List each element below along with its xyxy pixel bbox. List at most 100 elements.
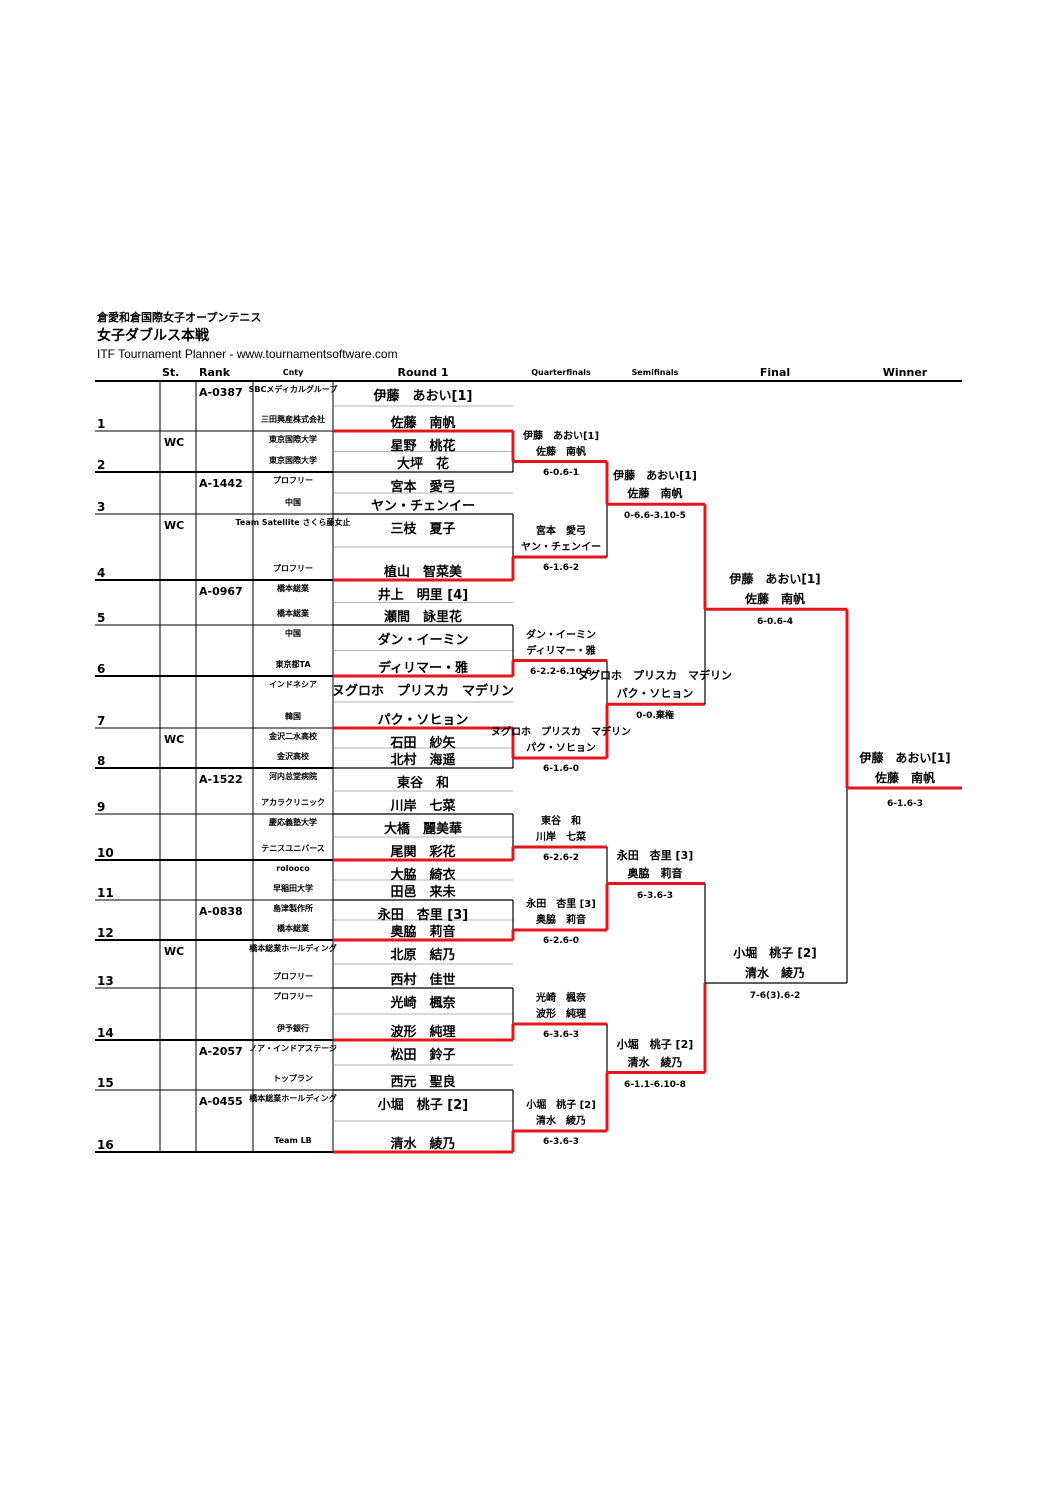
entry-number: 2 [97,458,106,472]
final-score: 6-0.6-4 [757,617,793,628]
qf-player-1: 光崎 楓奈 [536,993,586,1004]
entry-player-2: 奥脇 莉音 [390,925,456,940]
entry-club-2: 韓国 [285,712,301,721]
entry-club-2: 伊予銀行 [277,1024,309,1033]
sf-player-1: 小堀 桃子 [2] [616,1037,694,1051]
entry-club-1: インドネシア [269,680,317,689]
qf-score: 6-3.6-3 [543,1137,579,1147]
qf-score: 6-1.6-2 [543,563,579,573]
sf-score: 6-3.6-3 [637,890,673,901]
entry-number: 6 [97,662,106,676]
entry-club-1: 慶応義塾大学 [269,818,317,827]
header-semifinals: Semifinals [631,368,679,377]
entry-club-1: 東京国際大学 [269,435,317,444]
qf-score: 6-1.6-0 [543,764,579,774]
entry-player-1: 松田 鈴子 [390,1048,456,1063]
entry-club-1: 河内总堂病院 [269,772,317,781]
sf-player-2: 奥脇 莉音 [627,866,683,880]
entry-club-1: 中国 [285,629,301,638]
sf-player-1: 伊藤 あおい[1] [613,469,697,483]
entry-club-2: Team LB [274,1136,312,1145]
entry-player-1: 石田 紗矢 [390,736,456,751]
entry-player-2: ディリマー・雅 [377,661,469,676]
entry-player-2: 尾関 彩花 [390,845,456,860]
event-title: 女子ダブルス本戦 [97,328,209,344]
qf-player-2: 奥脇 莉音 [536,915,586,926]
entry-number: 16 [97,1138,114,1152]
winner-score: 6-1.6-3 [887,799,923,809]
qf-player-2: 清水 綾乃 [536,1116,586,1127]
entry-club-2: 三田興産株式会社 [261,415,325,424]
entry-player-2: 川岸 七菜 [390,799,456,814]
sf-player-1: ヌグロホ プリスカ マデリン [578,669,732,683]
qf-score: 6-2.2-6.10-6 [530,666,592,677]
entry-player-2: 田邑 来未 [390,885,456,900]
qf-player-2: 川岸 七菜 [536,832,586,843]
entry-club-1: 橋本総業 [277,584,309,593]
entry-number: 5 [97,611,106,625]
entry-club-1: Team Satellite さくら藤女止 [235,518,351,527]
entry-club-2: テニスユニバース [261,844,325,853]
entry-club-2: アカラクリニック [261,798,325,807]
entry-number: 10 [97,846,114,860]
qf-score: 6-3.6-3 [543,1030,579,1040]
qf-score: 6-2.6-2 [543,853,579,863]
winner-player-2: 佐藤 南帆 [874,771,936,785]
entry-player-2: 北村 海遥 [390,753,456,768]
entry-status: WC [164,519,185,532]
entry-player-1: 宮本 愛弓 [390,480,456,495]
entry-status: WC [164,945,185,958]
entry-player-1: 大橋 麗美華 [383,822,463,837]
qf-player-1: 伊藤 あおい[1] [522,430,600,442]
entry-club-2: プロフリー [273,564,313,573]
entry-player-2: 佐藤 南帆 [390,416,456,431]
entry-number: 11 [97,886,114,900]
winner-player-1: 伊藤 あおい[1] [859,751,951,765]
entry-number: 13 [97,974,114,988]
qf-player-2: 波形 純理 [536,1009,586,1020]
entry-rank: A-0838 [199,905,243,918]
entry-player-1: 北原 結乃 [390,948,456,963]
entry-number: 9 [97,800,106,814]
final-player-2: 清水 綾乃 [744,966,806,980]
entry-player-1: ダン・イーミン [377,633,469,648]
qf-score: 6-2.6-0 [543,936,579,946]
entry-club-1: SBCメディカルグループ [248,385,338,394]
entry-player-1: 星野 桃花 [390,439,456,454]
entry-club-2: 東京都TA [275,660,311,669]
header-round1: Round 1 [397,366,449,379]
entry-rank: A-0967 [199,585,243,598]
entry-player-1: 井上 明里 [4] [377,588,469,603]
sf-player-2: 清水 綾乃 [627,1055,683,1069]
entry-club-1: プロフリー [273,992,313,1001]
entry-player-1: 東谷 和 [396,776,450,791]
entry-player-2: 清水 綾乃 [390,1137,456,1152]
entry-number: 12 [97,926,114,940]
entry-player-1: 大脇 綺衣 [390,868,456,883]
qf-player-1: ダン・イーミン [526,629,596,641]
qf-score: 6-0.6-1 [543,467,579,478]
entry-player-2: ヤン・チェンイー [370,499,476,514]
entry-player-1: ヌグロホ プリスカ マデリン [331,684,515,699]
entry-club-2: 東京国際大学 [269,456,317,465]
qf-player-2: ディリマー・雅 [526,645,596,657]
qf-player-1: ヌグロホ プリスカ マデリン [491,727,631,738]
entry-number: 8 [97,754,106,768]
entry-player-2: 波形 純理 [390,1025,456,1040]
qf-player-1: 小堀 桃子 [2] [526,1100,596,1111]
entry-number: 7 [97,714,106,728]
final-player-2: 佐藤 南帆 [744,592,806,607]
qf-player-2: パク・ソヒョン [526,743,596,754]
entry-player-1: 永田 杏里 [3] [377,908,469,923]
sf-score: 0-0.棄権 [636,711,674,722]
entry-player-1: 光崎 楓奈 [390,996,456,1011]
qf-player-1: 永田 杏里 [3] [526,899,596,910]
entry-player-2: 西元 聖良 [390,1075,456,1090]
entry-rank: A-2057 [199,1045,243,1058]
entry-number: 1 [97,417,106,431]
entry-rank: A-1522 [199,773,243,786]
entry-number: 4 [97,566,106,580]
entry-player-2: 西村 佳世 [390,973,456,988]
entry-club-2: 早稲田大学 [273,884,313,893]
